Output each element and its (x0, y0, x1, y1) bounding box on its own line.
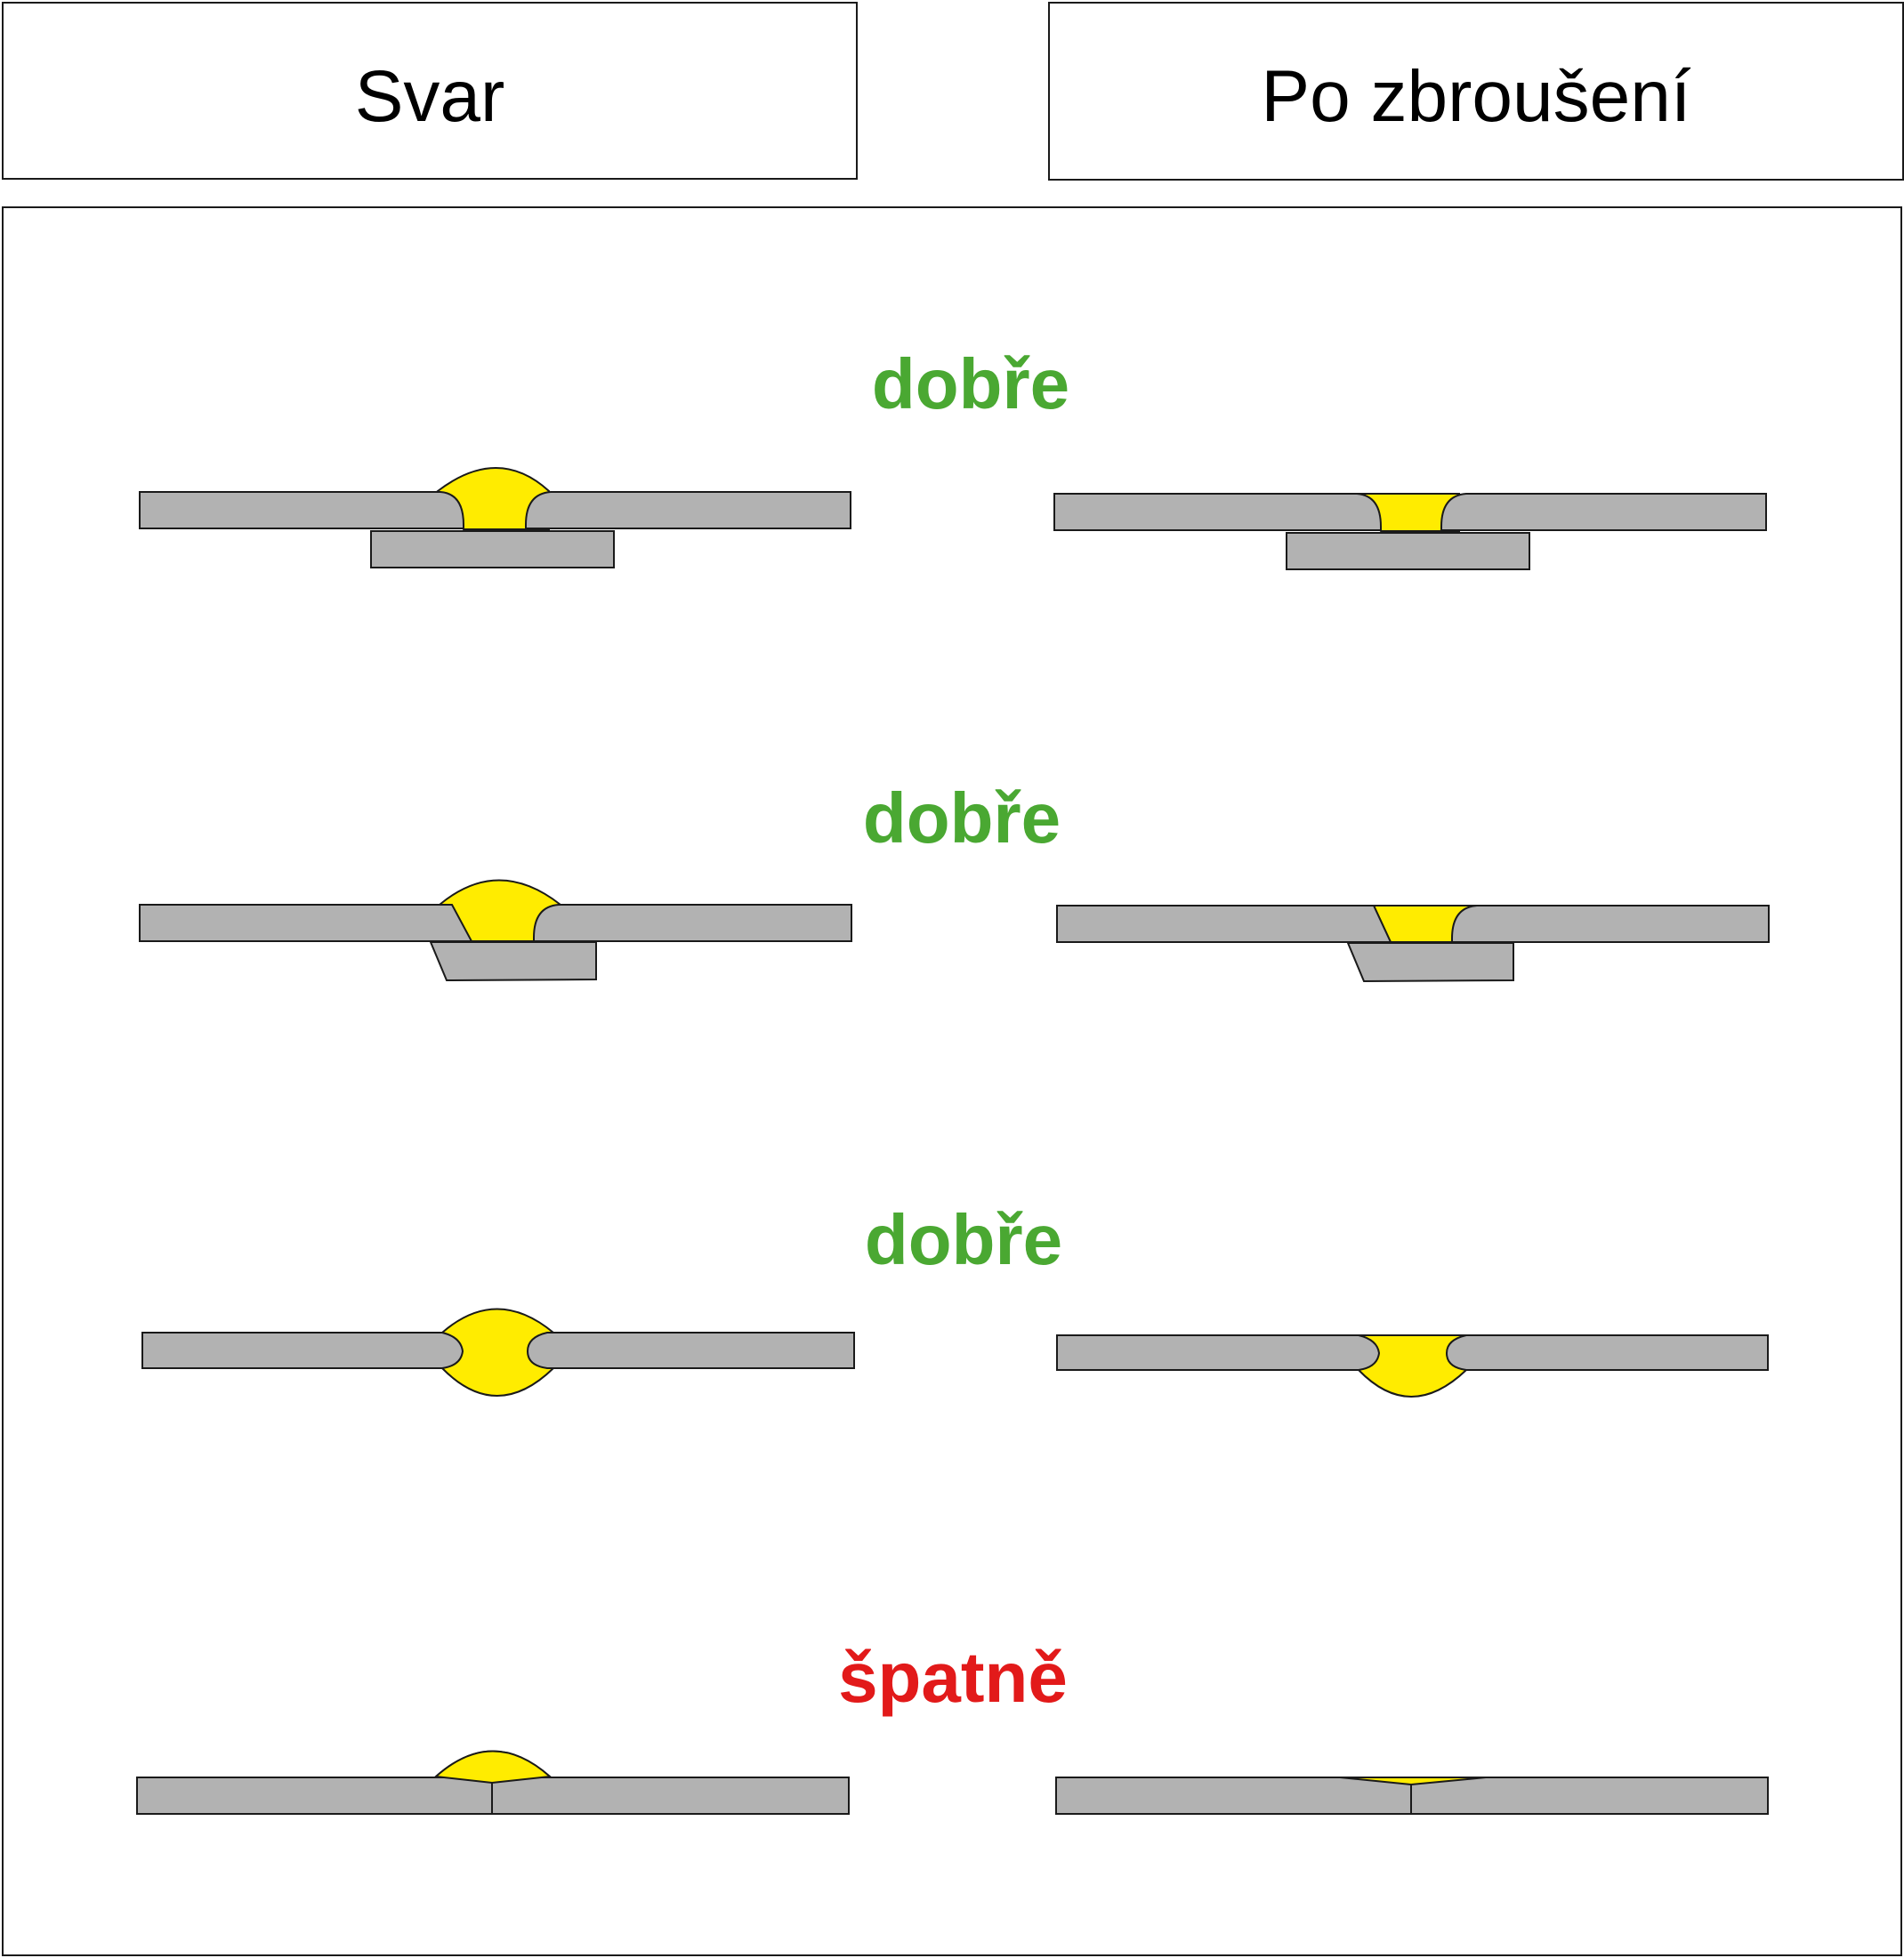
row-3-ground (1056, 1334, 1769, 1398)
joggled-plate-lower (1346, 942, 1514, 983)
plate-right (1445, 1334, 1769, 1371)
row-4-verdict: špatně (838, 1638, 1068, 1717)
row-1-verdict: dobře (871, 344, 1070, 423)
weld-bead-front (433, 1750, 553, 1785)
plate-left (139, 491, 464, 529)
row-3-weld (141, 1308, 855, 1397)
joggled-plate-lower (429, 941, 597, 982)
plate-right (533, 904, 852, 942)
header-weld-label: Svar (354, 56, 505, 137)
row-2-ground (1056, 905, 1770, 983)
row-2-verdict: dobře (862, 778, 1061, 858)
row-4-ground (1055, 1777, 1769, 1815)
header-after-grinding-label: Po zbroušení (1261, 56, 1691, 137)
plate-left (139, 904, 473, 942)
row-3-verdict: dobře (864, 1200, 1063, 1279)
header-weld: Svar (2, 2, 858, 180)
row-1-weld (139, 467, 851, 568)
backing-strip (370, 530, 615, 568)
plate-right (525, 491, 851, 529)
header-after-grinding: Po zbroušení (1048, 2, 1904, 181)
plate-right (526, 1332, 855, 1369)
backing-strip (1286, 532, 1530, 570)
plate-left (1056, 905, 1392, 943)
plate-left (1053, 493, 1382, 531)
weld-bead (436, 467, 550, 530)
row-1-ground (1053, 493, 1767, 570)
row-2-weld (139, 879, 852, 982)
row-4-weld (136, 1750, 850, 1815)
plate-left (141, 1332, 464, 1369)
plate-right (1440, 493, 1767, 531)
plate-left (1056, 1334, 1381, 1371)
plate-right (1451, 905, 1770, 943)
ground-weld (1339, 1777, 1487, 1786)
